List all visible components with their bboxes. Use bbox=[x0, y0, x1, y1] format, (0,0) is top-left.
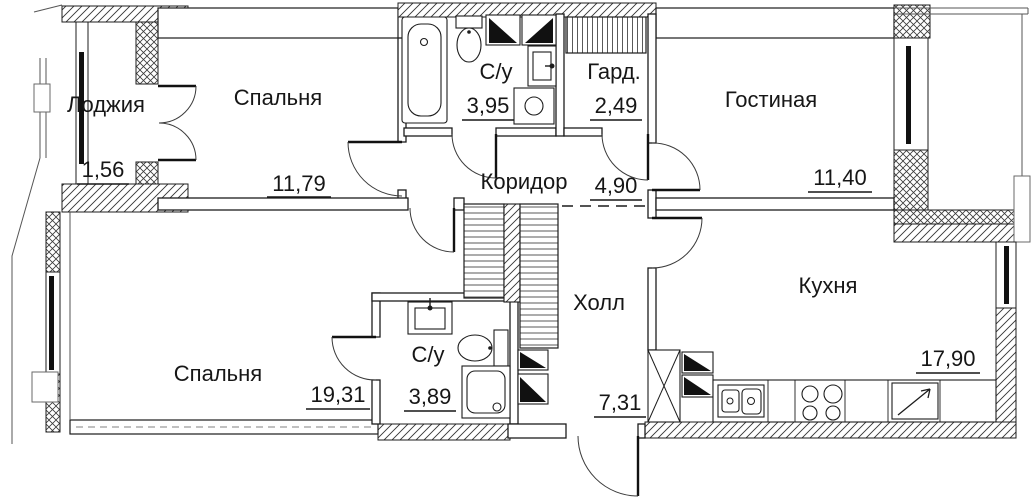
loggia-french-doors bbox=[158, 84, 197, 162]
wall-wardrobe-living bbox=[647, 13, 657, 144]
wall-bathroom2-left-b bbox=[371, 379, 381, 425]
room-label-bedroom-bottom: Спальня bbox=[174, 361, 262, 386]
vent-duct-triangle bbox=[684, 377, 711, 395]
room-area-bedroom-top: 11,79 bbox=[272, 171, 325, 196]
wall-loggia-pier-bottom bbox=[135, 161, 159, 187]
wall-bathroom-wardrobe bbox=[555, 13, 565, 137]
room-area-living-room: 11,40 bbox=[813, 165, 866, 190]
room-label-hall: Холл bbox=[573, 290, 625, 315]
closet-shelves-left bbox=[463, 203, 505, 299]
shower bbox=[461, 365, 511, 419]
wall-step-insulation bbox=[893, 209, 1017, 225]
wall-living-kitchen bbox=[655, 197, 895, 211]
wall-bathroom-top-bottom-a bbox=[403, 127, 453, 137]
wall-wardrobe-bottom bbox=[563, 127, 603, 137]
wall-loggia-pier-top bbox=[135, 21, 159, 85]
wall-left-pier-top bbox=[45, 211, 61, 273]
room-label-corridor: Коридор bbox=[481, 169, 568, 194]
room-area-hall: 7,31 bbox=[599, 390, 642, 415]
wall-kitchen-bottom bbox=[644, 421, 1017, 439]
bedroom-bottom-door bbox=[409, 207, 456, 253]
room-label-wardrobe: Гард. bbox=[587, 59, 641, 84]
bathroom-top-door bbox=[451, 133, 498, 179]
room-area-corridor: 4,90 bbox=[595, 173, 638, 198]
toilet bbox=[457, 329, 509, 367]
exterior-walls bbox=[31, 2, 1031, 441]
kitchen-window-glass bbox=[1004, 246, 1009, 304]
wall-bathroom-top-bottom-b bbox=[495, 127, 557, 137]
bathtub bbox=[401, 16, 448, 124]
vent-duct bbox=[521, 14, 557, 46]
room-label-kitchen: Кухня bbox=[799, 273, 858, 298]
stove bbox=[801, 384, 843, 421]
vent-duct-triangle bbox=[684, 354, 711, 371]
bedroom-top-window-band bbox=[157, 7, 399, 39]
facade-block-lower bbox=[31, 371, 59, 403]
room-labels: Лоджия 1,56 Спальня 11,79 С/у 3,95 Гард.… bbox=[67, 59, 980, 418]
room-area-bathroom-top: 3,95 bbox=[467, 93, 510, 118]
neighbor-pier bbox=[1013, 175, 1031, 243]
room-label-living-room: Гостиная bbox=[725, 87, 817, 112]
room-label-bathroom-bottom: С/у bbox=[412, 342, 445, 367]
washing-machine bbox=[513, 87, 555, 125]
wall-hall-kitchen bbox=[647, 267, 657, 351]
wall-bathroom2-right bbox=[509, 300, 519, 425]
bathroom-bottom-fixtures bbox=[407, 298, 511, 419]
wall-right-pier bbox=[893, 149, 929, 211]
kitchen-door bbox=[651, 216, 703, 269]
kitchen-shaft bbox=[647, 349, 714, 423]
wall-ne-pier bbox=[893, 4, 931, 39]
sink bbox=[407, 298, 453, 335]
wall-bedroom2-door-jamb bbox=[453, 197, 465, 211]
room-area-loggia: 1,56 bbox=[82, 157, 125, 182]
toilet bbox=[455, 15, 483, 63]
loggia-window-glass bbox=[79, 52, 84, 164]
room-area-bathroom-bottom: 3,89 bbox=[409, 384, 452, 409]
wardrobe-door bbox=[601, 133, 650, 181]
kitchen-counter bbox=[712, 379, 997, 423]
wall-bedrooms-divider bbox=[157, 197, 409, 211]
wall-bathroom-bottom bbox=[377, 423, 511, 441]
vent-duct-triangle bbox=[520, 377, 546, 402]
living-room-window-glass bbox=[906, 46, 911, 144]
wall-entry-jamb bbox=[637, 423, 646, 439]
living-room-door bbox=[651, 142, 701, 192]
bathroom-top-fixtures bbox=[401, 14, 557, 125]
bedroom-bottom-window-glass bbox=[49, 276, 54, 370]
closet-divider-wall bbox=[503, 203, 521, 303]
facade-block-upper bbox=[33, 83, 51, 113]
room-label-loggia: Лоджия bbox=[67, 92, 145, 117]
built-in-closets bbox=[463, 203, 559, 405]
wall-hall-bottom bbox=[507, 423, 567, 439]
sink bbox=[527, 45, 557, 87]
vent-duct bbox=[485, 14, 521, 46]
vent-duct-triangle bbox=[520, 352, 546, 368]
room-label-bathroom-top: С/у bbox=[480, 59, 513, 84]
room-area-kitchen: 17,90 bbox=[920, 346, 975, 371]
bedroom-top-door bbox=[347, 140, 403, 197]
kitchen-sink bbox=[717, 384, 765, 418]
room-area-bedroom-bottom: 19,31 bbox=[310, 382, 365, 407]
room-label-bedroom-top: Спальня bbox=[234, 85, 322, 110]
room-area-wardrobe: 2,49 bbox=[595, 93, 638, 118]
living-room-window-band bbox=[655, 7, 895, 39]
entry-door bbox=[577, 435, 640, 497]
wardrobe-rail bbox=[565, 16, 647, 54]
bathroom-bottom-door bbox=[331, 335, 377, 381]
wall-hall-living-stub bbox=[647, 189, 657, 219]
wall-step bbox=[893, 223, 1017, 243]
fridge bbox=[891, 382, 939, 420]
wall-kitchen-right bbox=[995, 307, 1017, 425]
doors bbox=[158, 84, 703, 497]
closet-shelves-right bbox=[519, 203, 559, 349]
